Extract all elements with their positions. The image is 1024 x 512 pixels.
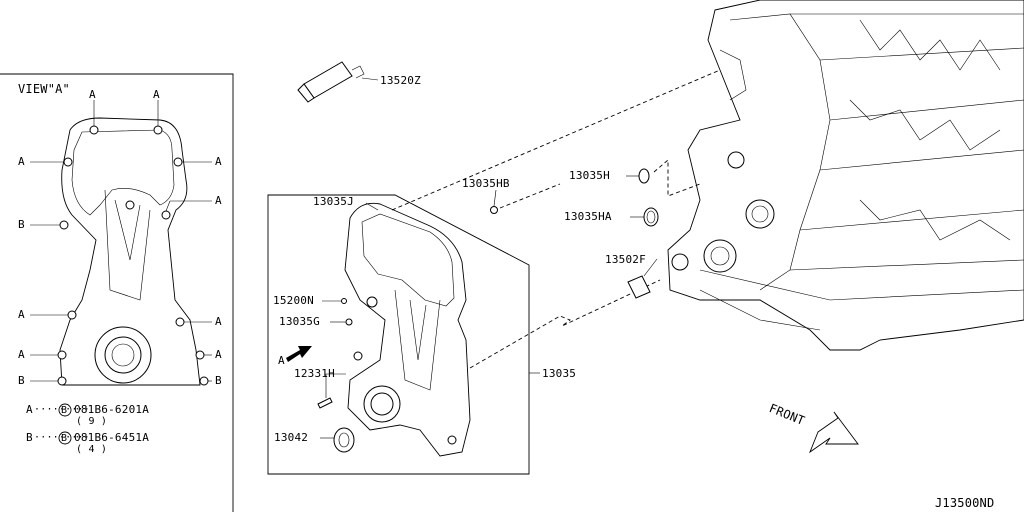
legend-a-dots: ·········	[34, 404, 90, 415]
part-label-13035J: 13035J	[313, 195, 354, 208]
view-arrow-label: A	[278, 354, 285, 367]
view-a-label-top-right: A	[153, 88, 160, 101]
view-a-label-right-4: A	[215, 348, 222, 361]
dowel-12331H	[317, 397, 333, 409]
view-a-label-right-1: A	[215, 155, 222, 168]
oring-13035HB	[490, 206, 498, 214]
dash-line-top	[391, 69, 721, 211]
part-label-13035HA: 13035HA	[564, 210, 612, 223]
view-a-title: VIEW"A"	[18, 82, 70, 96]
legend-a-bolt-symbol: B	[61, 405, 68, 416]
legend-b-bolt-symbol: B	[61, 433, 68, 444]
legend-a-qty: ( 9 )	[76, 416, 108, 427]
view-a-label-left-1: A	[18, 155, 25, 168]
view-a-label-left-3: A	[18, 348, 25, 361]
part-label-13502F: 13502F	[605, 253, 646, 266]
legend-a-key: A	[26, 403, 33, 416]
legend-bolt-circle-b	[58, 431, 72, 445]
part-label-15200N: 15200N	[273, 294, 314, 307]
engine-block-drawing	[667, 0, 1024, 351]
oring-13035H	[638, 168, 650, 184]
front-arrow	[809, 411, 859, 454]
part-label-13035: 13035	[542, 367, 577, 380]
legend-b-dots: ·········	[34, 432, 90, 443]
view-a-label-right-3: A	[215, 315, 222, 328]
part-label-12331H: 12331H	[294, 367, 335, 380]
legend-bolt-circle-a	[58, 403, 72, 417]
view-a-label-right-2: A	[215, 194, 222, 207]
front-cover-inset-box	[267, 194, 530, 475]
view-a-label-top-left: A	[89, 88, 96, 101]
part-label-13035G: 13035G	[279, 315, 320, 328]
dash-line-lower	[469, 279, 661, 369]
legend-b-code: 081B6-6451A	[74, 431, 150, 444]
view-a-cover-drawing	[30, 100, 212, 386]
view-a-label-left-2: A	[18, 308, 25, 321]
dash-line-h	[653, 159, 701, 197]
legend-b-key: B	[26, 431, 33, 444]
diagram-code: J13500ND	[935, 496, 995, 510]
part-label-13035H: 13035H	[569, 169, 610, 182]
view-a-label-b-right: B	[215, 374, 222, 387]
view-a-frame	[0, 73, 234, 512]
legend-a-code: 081B6-6201A	[74, 403, 150, 416]
legend-b-qty: ( 4 )	[76, 444, 108, 455]
part-label-13520Z: 13520Z	[380, 74, 421, 87]
view-a-label-b-left-1: B	[18, 218, 25, 231]
view-a-label-b-left-2: B	[18, 374, 25, 387]
sealant-tube-13520Z	[297, 61, 379, 103]
part-label-13042: 13042	[274, 431, 309, 444]
part-label-13035HB: 13035HB	[462, 177, 510, 190]
dash-line-hb	[499, 183, 561, 209]
cap-13502F	[627, 275, 651, 299]
front-cover-drawing	[286, 202, 540, 457]
